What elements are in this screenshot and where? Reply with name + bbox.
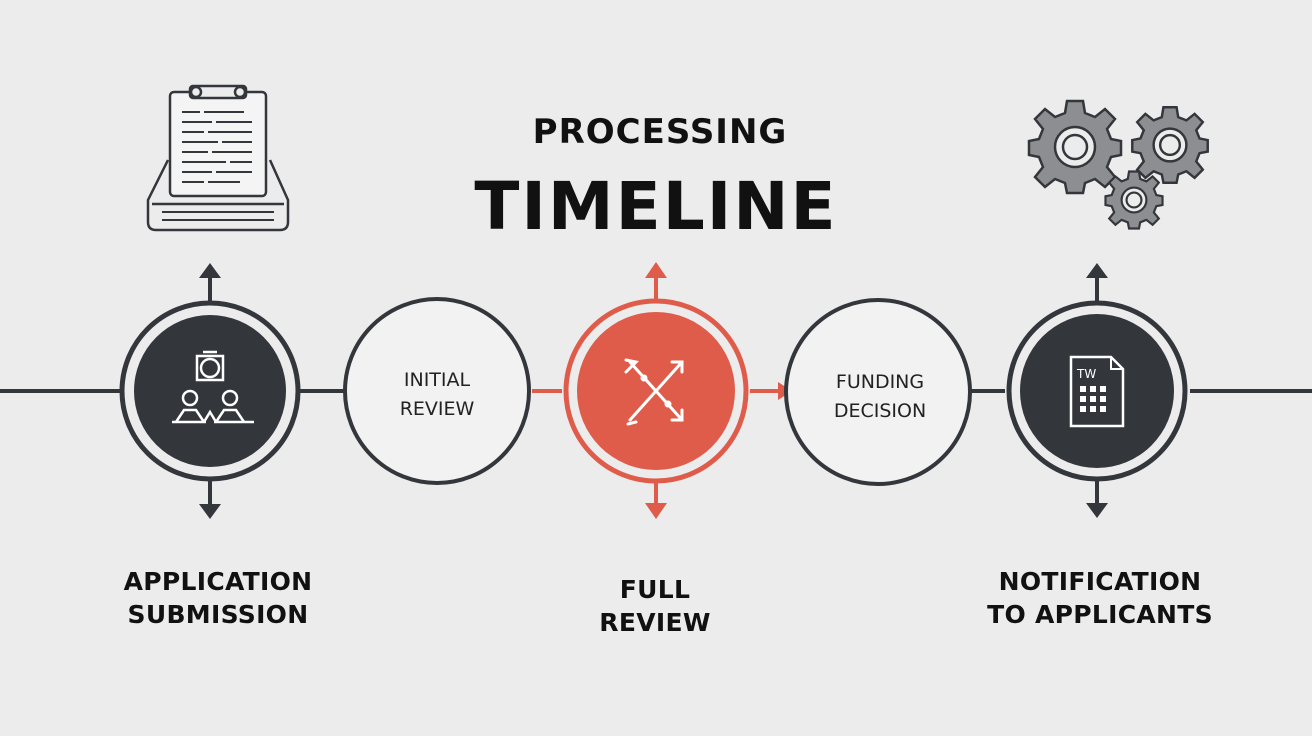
gears-icon — [1027, 99, 1209, 230]
arrow-up-icon — [199, 263, 221, 278]
label-line: NOTIFICATION — [998, 567, 1202, 596]
title-line-2: TIMELINE — [474, 168, 838, 245]
label-line: SUBMISSION — [127, 599, 309, 629]
arrow-down-icon — [199, 504, 221, 519]
clipboard-icon — [146, 84, 290, 232]
arrow-up-icon — [1086, 263, 1108, 278]
label-line: REVIEW — [599, 607, 711, 637]
spreadsheet-document-icon: TW — [1069, 355, 1125, 428]
label-line: FUNDING — [835, 371, 925, 393]
step-node-funding-decision — [784, 298, 972, 486]
people-network-icon — [172, 350, 254, 424]
label-line: INITIAL — [403, 369, 471, 391]
funding-decision-label: FUNDING DECISION — [834, 368, 926, 427]
label-line: APPLICATION — [123, 567, 313, 596]
step-node-full-review — [563, 262, 749, 519]
label-line: FULL — [619, 575, 691, 604]
arrow-down-icon — [645, 503, 667, 519]
title-line-1: PROCESSING — [532, 112, 788, 152]
initial-review-label: INITIAL REVIEW — [400, 366, 475, 425]
label-line: REVIEW — [399, 398, 475, 421]
application-submission-label: APPLICATION SUBMISSION — [124, 566, 313, 631]
shuffle-arrows-icon — [624, 358, 684, 426]
step-node-application-submission — [119, 263, 301, 519]
full-review-label: FULL REVIEW — [599, 574, 710, 639]
step-node-initial-review — [343, 297, 531, 485]
document-icon-text: TW — [1076, 367, 1096, 381]
label-line: DECISION — [833, 400, 927, 423]
notification-to-applicants-label: NOTIFICATION TO APPLICANTS — [987, 566, 1213, 631]
label-line: TO APPLICANTS — [987, 599, 1213, 629]
arrow-up-icon — [645, 262, 667, 278]
arrow-down-icon — [1086, 503, 1108, 518]
step-node-notification-to-applicants: TW — [1006, 263, 1188, 518]
